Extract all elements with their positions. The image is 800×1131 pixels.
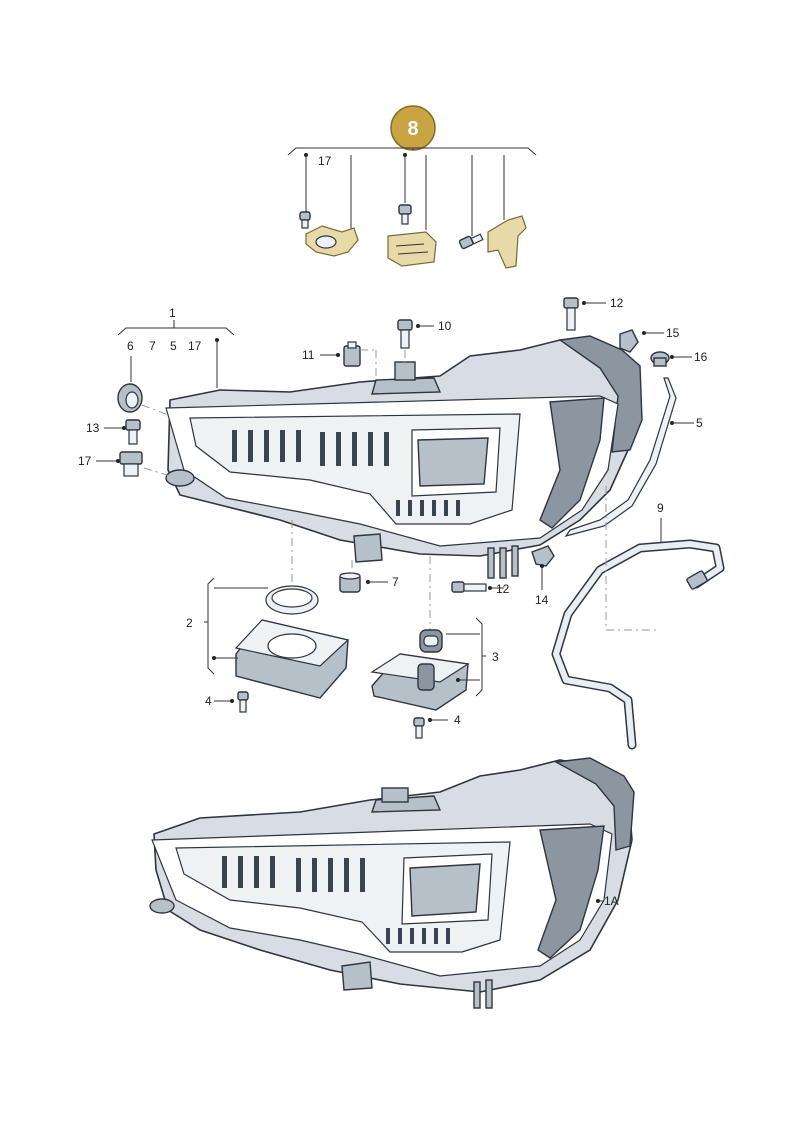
callout-15: 15: [666, 326, 680, 340]
callout-4-b: 4: [454, 713, 461, 727]
badge-8-label: 8: [407, 118, 418, 140]
bushing-7[interactable]: [339, 572, 361, 593]
callout-5-a: 5: [170, 339, 177, 353]
screw-icon[interactable]: [398, 204, 412, 225]
led-strip-lower: [222, 856, 450, 944]
callout-14: 14: [535, 593, 549, 607]
screw-4-left[interactable]: [237, 691, 249, 713]
led-control-module-3[interactable]: [370, 629, 470, 711]
screw-icon[interactable]: [458, 233, 484, 250]
callout-9: 9: [657, 501, 664, 515]
adjuster-bolt-17[interactable]: [119, 451, 143, 477]
cap-16[interactable]: [650, 351, 670, 367]
screw-12-bottom[interactable]: [451, 581, 487, 593]
callout-12-b: 12: [496, 582, 510, 596]
callout-4-a: 4: [205, 694, 212, 708]
screw-10[interactable]: [397, 319, 413, 349]
callout-17-top: 17: [318, 154, 332, 168]
callout-16: 16: [694, 350, 708, 364]
callout-11: 11: [302, 348, 315, 362]
callout-5-b: 5: [696, 416, 703, 430]
callout-13: 13: [86, 421, 100, 435]
screw-4-right[interactable]: [413, 717, 425, 739]
callout-1A: 1A: [604, 894, 619, 908]
headlight-assembly-1A[interactable]: [149, 757, 635, 1009]
clip-11[interactable]: [343, 341, 361, 367]
clip-nut-15[interactable]: [619, 329, 639, 353]
screw-12-top[interactable]: [563, 297, 579, 331]
repair-bracket-center[interactable]: [387, 231, 437, 267]
grommet-6[interactable]: [117, 383, 143, 413]
led-control-module-2[interactable]: [234, 585, 350, 699]
callout-7: 7: [149, 339, 156, 353]
group-8: 8 17: [287, 105, 537, 269]
callout-17-b: 17: [188, 339, 202, 353]
vent-hose-9[interactable]: [551, 539, 725, 750]
seal-5[interactable]: [564, 377, 677, 537]
callout-group-1: 1 6 7 5 17: [117, 306, 235, 388]
callout-1: 1: [169, 306, 176, 320]
callout-6: 6: [127, 339, 134, 353]
repair-bracket-right[interactable]: [487, 215, 527, 269]
screw-13[interactable]: [125, 419, 141, 445]
callout-3: 3: [492, 650, 499, 664]
callout-17-c: 17: [78, 454, 92, 468]
screw-icon[interactable]: [299, 211, 311, 229]
led-strip: [232, 430, 460, 516]
callout-10: 10: [438, 319, 452, 333]
callout-7-b: 7: [392, 575, 399, 589]
callout-12-a: 12: [610, 296, 624, 310]
grommet-14[interactable]: [531, 545, 555, 567]
callout-2: 2: [186, 616, 193, 630]
headlight-assembly-1[interactable]: [165, 335, 643, 579]
